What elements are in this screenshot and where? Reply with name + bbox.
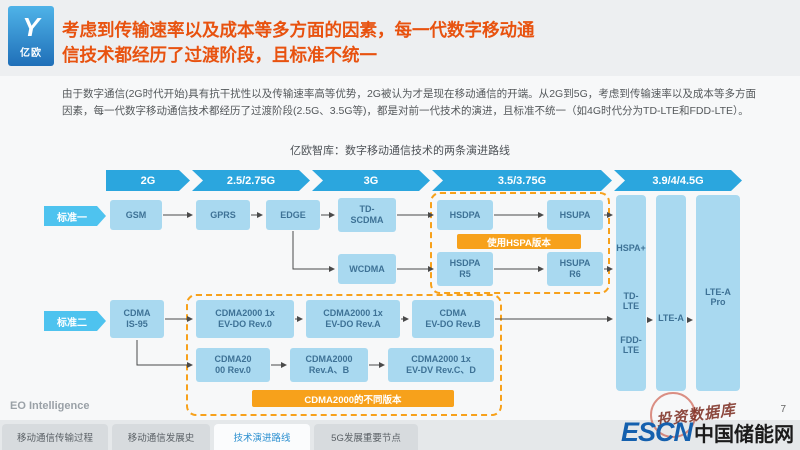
eo-logo-mark-icon: Y — [22, 11, 40, 42]
escn-logo: ESCN 中国储能网 — [621, 417, 794, 448]
gen-arrow-2g: 2G — [106, 170, 190, 191]
node-c2k-revab: CDMA2000 Rev.A、B — [290, 348, 368, 382]
chart-title: 亿欧智库：数字移动通信技术的两条演进路线 — [290, 145, 510, 157]
node-edge: EDGE — [266, 200, 320, 230]
body-paragraph: 由于数字通信(2G时代开始)具有抗干扰性以及传输速率高等优势，2G被认为才是现在… — [62, 88, 756, 117]
node-hspa-plus: HSPA+ — [616, 243, 646, 253]
standard1-label: 标准一 — [44, 206, 106, 226]
eo-logo: Y 亿欧 — [8, 6, 54, 66]
seal-icon — [650, 392, 696, 438]
slide-title-line2: 信技术都经历了过渡阶段，且标准不统一 — [62, 44, 377, 65]
node-hsupa-r6: HSUPA R6 — [547, 252, 603, 286]
node-lte-a: LTE-A — [658, 313, 684, 323]
node-td-lte: TD- LTE — [622, 291, 640, 312]
header-band — [0, 0, 800, 76]
tab-history[interactable]: 移动通信发展史 — [112, 424, 210, 450]
node-cdma-is95: CDMA IS-95 — [110, 300, 164, 338]
escn-logo-cn: 中国储能网 — [694, 424, 794, 446]
column-lte-a: LTE-A — [656, 195, 686, 391]
gen-arrow-2-5g: 2.5/2.75G — [192, 170, 310, 191]
standard2-label: 标准二 — [44, 311, 106, 331]
tab-transmission-process[interactable]: 移动通信传输过程 — [2, 424, 108, 450]
gen-arrow-3-5g: 3.5/3.75G — [432, 170, 612, 191]
hspa-version-annotation: 使用HSPA版本 — [457, 234, 581, 249]
slide-title-line1: 考虑到传输速率以及成本等多方面的因素，每一代数字移动通 — [62, 20, 535, 40]
tab-evolution-route[interactable]: 技术演进路线 — [214, 424, 310, 450]
node-evdv-revcd: CDMA2000 1x EV-DV Rev.C、D — [388, 348, 494, 382]
node-wcdma: WCDMA — [338, 254, 396, 284]
node-fdd-lte: FDD- LTE — [620, 335, 642, 356]
node-evdo-reva: CDMA2000 1x EV-DO Rev.A — [306, 300, 400, 338]
gen-arrow-4g: 3.9/4/4.5G — [614, 170, 742, 191]
eo-logo-name: 亿欧 — [20, 47, 42, 59]
node-evdo-revb: CDMA EV-DO Rev.B — [412, 300, 494, 338]
slide-title: 考虑到传输速率以及成本等多方面的因素，每一代数字移动通 信技术都经历了过渡阶段，… — [62, 18, 774, 67]
node-evdo-rev0: CDMA2000 1x EV-DO Rev.0 — [196, 300, 294, 338]
column-lte-a-pro: LTE-A Pro — [696, 195, 740, 391]
escn-logo-en: ESCN — [620, 417, 693, 447]
node-lte-a-pro: LTE-A Pro — [705, 287, 731, 308]
page-number: 7 — [780, 404, 786, 415]
gen-arrow-3g: 3G — [312, 170, 430, 191]
eo-intelligence-label: EO Intelligence — [10, 400, 90, 412]
tab-5g-milestones[interactable]: 5G发展重要节点 — [314, 424, 418, 450]
node-td-scdma: TD- SCDMA — [338, 198, 396, 232]
hspa-dashed-group — [430, 192, 610, 294]
node-hsdpa: HSDPA — [437, 200, 493, 230]
node-gsm: GSM — [110, 200, 162, 230]
cdma-version-annotation: CDMA2000的不同版本 — [252, 390, 454, 407]
node-c2k-rev0: CDMA20 00 Rev.0 — [196, 348, 270, 382]
node-gprs: GPRS — [196, 200, 250, 230]
node-hsupa: HSUPA — [547, 200, 603, 230]
node-hsdpa-r5: HSDPA R5 — [437, 252, 493, 286]
column-hspa-lte: HSPA+ TD- LTE FDD- LTE — [616, 195, 646, 391]
